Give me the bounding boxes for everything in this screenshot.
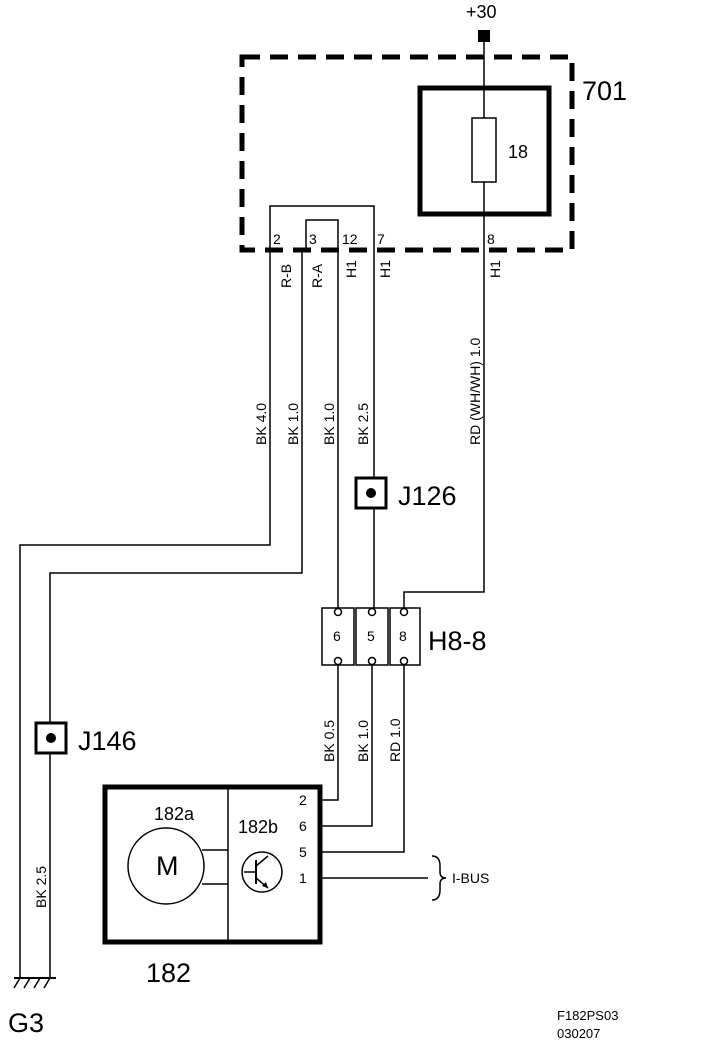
pin-label-h1-7: H1 <box>377 260 393 278</box>
splice-j146-label: J146 <box>78 726 137 756</box>
unit-701-box <box>239 54 575 253</box>
motor-label: 182a <box>154 804 195 824</box>
connector-label: H8-8 <box>428 626 487 656</box>
pin-182-5: 5 <box>299 844 307 860</box>
motor-icon <box>127 827 205 905</box>
connector-pin-8: 8 <box>399 628 407 644</box>
wire-rd-wh <box>403 250 485 608</box>
wire-bk-4-0 <box>19 250 271 970</box>
figure-date: 030207 <box>557 1026 600 1041</box>
motor-symbol: M <box>156 851 179 881</box>
module-label: 182b <box>238 817 278 837</box>
unit-701-label: 701 <box>582 76 627 106</box>
pin-label-r-a: R-A <box>309 263 325 288</box>
ground-label: G3 <box>8 1008 44 1038</box>
wire-label-bk-1-0-c: BK 1.0 <box>355 720 371 762</box>
fuse-18 <box>471 117 497 183</box>
splice-j126-dot <box>366 488 376 498</box>
power-label: +30 <box>466 2 497 22</box>
pin-701-8: 8 <box>487 231 495 247</box>
component-182-label: 182 <box>146 958 191 988</box>
wire-label-rd-1-0: RD 1.0 <box>387 718 403 762</box>
pin-label-h1-12: H1 <box>343 260 359 278</box>
transistor-icon <box>241 851 283 893</box>
connector-pin-5: 5 <box>367 628 375 644</box>
pin-182-6: 6 <box>299 818 307 834</box>
ibus-brace <box>431 855 447 901</box>
pin-182-1: 1 <box>299 870 307 886</box>
internal-link-2-7 <box>269 205 375 250</box>
splice-j126 <box>354 476 388 510</box>
wire-label-ground: BK 2.5 <box>33 866 49 908</box>
pin-701-12: 12 <box>342 231 358 247</box>
wire-label-bk-1-0-a: BK 1.0 <box>285 403 301 445</box>
wire-label-bk-0-5: BK 0.5 <box>321 720 337 762</box>
ground-symbol <box>13 970 56 989</box>
wire-label-rd-wh: RD (WH/WH) 1.0 <box>467 337 483 445</box>
wire-label-bk-1-0-b: BK 1.0 <box>321 403 337 445</box>
wire-rd-1-0 <box>320 665 405 853</box>
wire-label-bk-2-5: BK 2.5 <box>355 403 371 445</box>
wire-bk-1-0-c <box>320 665 373 827</box>
pin-701-7: 7 <box>377 231 385 247</box>
pin-701-2: 2 <box>273 231 281 247</box>
wire-bk-0-5 <box>320 665 339 801</box>
wire-label-bk-4-0: BK 4.0 <box>253 403 269 445</box>
figure-code: F182PS03 <box>557 1008 618 1023</box>
pin-701-3: 3 <box>309 231 317 247</box>
connector-h8-8 <box>321 607 421 666</box>
splice-j146-dot <box>46 733 56 743</box>
pin-label-h1-8: H1 <box>487 260 503 278</box>
connector-pin-6: 6 <box>333 628 341 644</box>
internal-link-3-12 <box>305 219 339 250</box>
power-terminal <box>478 30 490 42</box>
wire-bk-1-0-a <box>49 250 303 970</box>
pin-182-2: 2 <box>299 792 307 808</box>
ibus-label: I-BUS <box>452 870 489 886</box>
fuse-label: 18 <box>508 142 528 162</box>
component-182-box <box>102 784 323 945</box>
splice-j126-label: J126 <box>398 481 457 511</box>
pin-label-r-b: R-B <box>278 264 294 288</box>
